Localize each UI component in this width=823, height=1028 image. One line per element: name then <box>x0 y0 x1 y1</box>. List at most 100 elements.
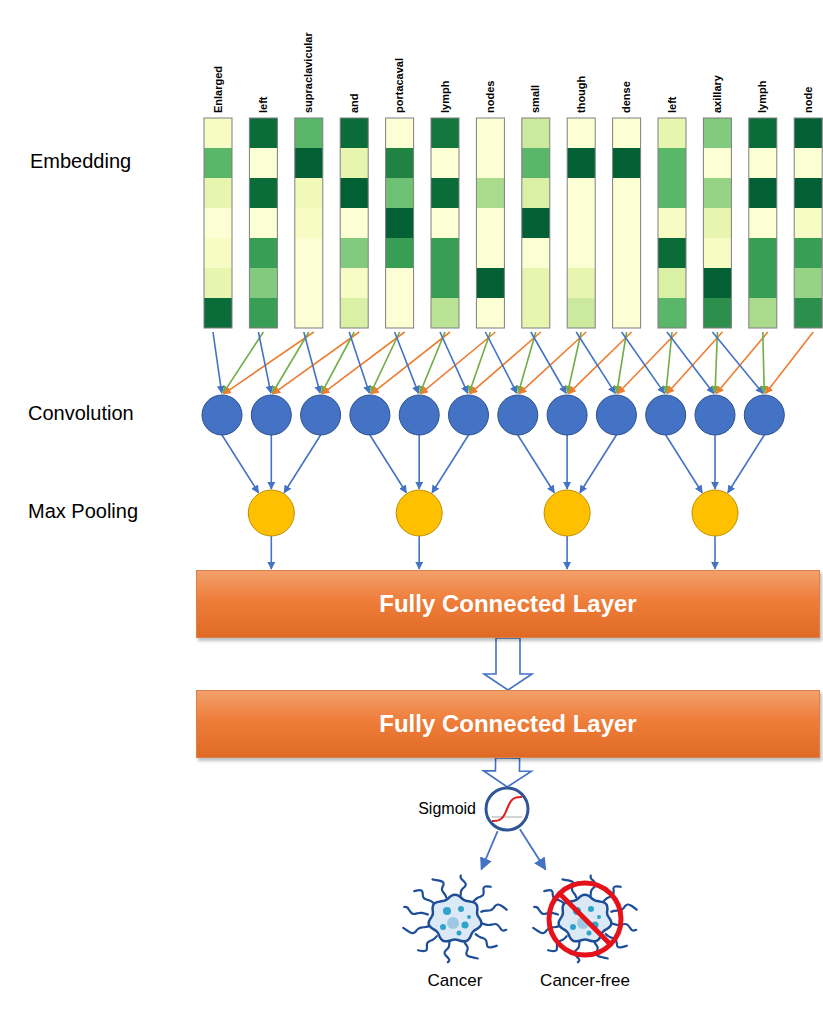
cell-tentacle <box>418 936 437 951</box>
embedding-cell <box>703 268 731 298</box>
token-word: node <box>802 87 815 113</box>
embedding-cell <box>794 298 822 328</box>
pooling-output-arrow <box>418 536 420 569</box>
pooling-input-arrow <box>580 435 616 493</box>
embedding-cell <box>249 298 277 328</box>
cell-icon <box>520 872 650 967</box>
cell-tentacle <box>473 886 490 902</box>
embedding-column-outline <box>431 118 459 328</box>
embedding-columns <box>204 118 822 328</box>
embedding-cell <box>613 178 641 208</box>
convolution-input-arrow <box>322 332 404 394</box>
class-label: Cancer <box>395 971 515 991</box>
embedding-column-outline <box>340 118 368 328</box>
convolution-input-arrow <box>618 332 677 394</box>
convolution-input-arrow <box>258 332 270 393</box>
embedding-cell <box>249 268 277 298</box>
embedding-column-outline <box>204 118 232 328</box>
embedding-cell <box>613 298 641 328</box>
embedding-cell <box>703 208 731 238</box>
embedding-cell <box>204 238 232 268</box>
cell-tentacle <box>534 907 558 915</box>
embedding-cell <box>613 148 641 178</box>
cell-nucleus <box>570 924 576 930</box>
convolution-input-arrow <box>766 332 814 393</box>
embedding-column-outline <box>295 118 323 328</box>
convolution-input-arrow <box>440 332 468 393</box>
cell-tentacle <box>482 924 506 931</box>
convolution-input-arrow <box>371 332 400 393</box>
embedding-cell <box>522 118 550 148</box>
output-arrow <box>481 831 497 869</box>
embedding-column-outline <box>703 118 731 328</box>
max-pooling-neuron <box>692 490 738 536</box>
convolution-links <box>213 332 813 569</box>
layer-title: Fully Connected Layer <box>379 590 636 618</box>
layer-label: Convolution <box>28 402 134 425</box>
embedding-cell <box>703 298 731 328</box>
cell-nucleus <box>467 915 471 919</box>
pooling-input-arrow <box>418 435 420 489</box>
embedding-cell <box>567 118 595 148</box>
block-arrow <box>483 758 531 787</box>
embedding-cell <box>204 268 232 298</box>
convolution-neuron <box>449 395 489 435</box>
convolution-input-arrow <box>531 332 566 393</box>
embedding-column-outline <box>567 118 595 328</box>
convolution-input-arrow <box>421 332 496 394</box>
embedding-column-outline <box>249 118 277 328</box>
pooling-input-arrow <box>222 435 258 493</box>
convolution-neuron <box>547 395 587 435</box>
embedding-cell <box>431 148 459 178</box>
cell-body <box>429 895 482 942</box>
max-pooling-neuron <box>248 490 294 536</box>
token-word: dense <box>620 81 633 113</box>
pooling-output-arrow <box>714 536 716 569</box>
embedding-cell <box>658 148 686 178</box>
sigmoid-node: Sigmoid <box>484 786 530 832</box>
cell-tentacle <box>464 941 478 959</box>
embedding-cell <box>204 118 232 148</box>
cell-nucleus <box>458 906 464 912</box>
cell-tentacle <box>404 907 428 915</box>
token-word: small <box>529 85 542 113</box>
cell-tentacle <box>476 934 497 947</box>
embedding-cell <box>567 148 595 178</box>
embedding-cell <box>476 268 504 298</box>
convolution-input-arrow <box>273 332 359 394</box>
convolution-input-arrow <box>349 332 369 393</box>
embedding-cell <box>567 178 595 208</box>
token-word: though <box>575 76 588 113</box>
fully-connected-layer: Fully Connected Layer <box>196 690 820 758</box>
block-arrow <box>484 638 532 690</box>
cell-icon <box>395 872 515 967</box>
convolution-input-arrow <box>667 332 714 393</box>
cell-nucleus <box>443 907 451 915</box>
pooling-input-arrow <box>728 435 764 493</box>
embedding-cell <box>476 298 504 328</box>
convolution-neuron <box>251 395 291 435</box>
embedding-cell <box>249 208 277 238</box>
sigmoid-outline <box>486 788 528 830</box>
convolution-neuron <box>498 395 538 435</box>
sigmoid-axis <box>492 817 522 818</box>
embedding-column-outline <box>613 118 641 328</box>
embedding-cell <box>476 178 504 208</box>
token-word: left <box>666 97 679 114</box>
prohibition-slash <box>560 894 610 944</box>
embedding-column-outline <box>386 118 414 328</box>
layer-label: Max Pooling <box>28 500 138 523</box>
sigmoid-circle <box>484 786 530 832</box>
cell-nucleus <box>457 931 462 936</box>
embedding-cell <box>340 268 368 298</box>
embedding-cell <box>431 238 459 268</box>
pooling-output-arrow <box>566 536 568 569</box>
embedding-cell <box>749 178 777 208</box>
pooling-output-arrow <box>270 536 272 569</box>
embedding-cell <box>295 238 323 268</box>
pooling-input-arrow <box>518 435 554 493</box>
convolution-input-arrow <box>617 332 627 393</box>
embedding-cell <box>613 118 641 148</box>
embedding-column-outline <box>749 118 777 328</box>
